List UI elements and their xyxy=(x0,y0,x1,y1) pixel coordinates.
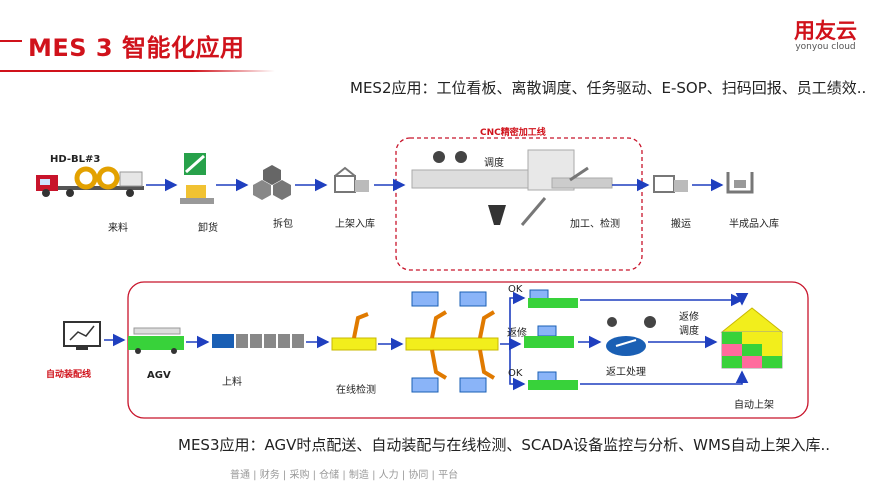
move-truck-icon xyxy=(653,175,688,193)
rework-icon xyxy=(606,316,656,356)
step-stock-in-label: 上架入库 xyxy=(335,219,375,230)
warehouse-shelf-icon xyxy=(726,172,754,194)
ok-cart-top-icon xyxy=(528,289,578,308)
title-accent-mark xyxy=(0,40,22,42)
ok-bottom-label: OK xyxy=(508,368,523,379)
repair-cart-icon xyxy=(524,325,574,348)
mes3-caption: MES3应用：AGV时点配送、自动装配与在线检测、SCADA设备监控与分析、WM… xyxy=(178,436,831,454)
logo-text-cn: 用友云 xyxy=(794,19,857,43)
cnc-machine-icon xyxy=(411,149,613,226)
assembly-robots-icon xyxy=(405,291,499,393)
forklift-icon xyxy=(180,153,214,204)
footer-nav: 普通 | 财务 | 采购 | 仓储 | 制造 | 人力 | 协同 | 平台 xyxy=(230,470,459,481)
rework-dispatch-label-2: 调度 xyxy=(679,326,699,337)
cnc-line-title: CNC精密加工线 xyxy=(480,128,546,138)
delivery-truck-icon xyxy=(334,166,369,193)
source-line-label: 自动装配线 xyxy=(46,370,92,380)
page-title: MES 3 智能化应用 xyxy=(28,34,245,62)
cnc-dispatch-label: 调度 xyxy=(484,158,504,169)
inspect-label: 在线检测 xyxy=(336,385,376,396)
bottom-flow-arrows xyxy=(104,291,749,391)
repair-label: 返修 xyxy=(507,328,527,339)
inspection-station-icon xyxy=(331,312,377,351)
auto-shelf-icon xyxy=(720,307,784,369)
auto-shelf-label: 自动上架 xyxy=(734,400,774,411)
load-label: 上料 xyxy=(222,377,242,388)
step-move-label: 搬运 xyxy=(671,219,691,230)
rework-dispatch-label-1: 返修 xyxy=(679,312,699,323)
ok-cart-bottom-icon xyxy=(528,371,578,390)
logo-text-en: yonyou cloud xyxy=(795,42,856,52)
truck-code-label: HD-BL#3 xyxy=(50,154,101,165)
step-semi-storage-label: 半成品入库 xyxy=(729,219,779,230)
brand-logo: 用友云 yonyou cloud xyxy=(794,20,857,52)
rework-label: 返工处理 xyxy=(606,367,646,378)
step-unpack-label: 拆包 xyxy=(273,219,293,230)
step-process-label: 加工、检测 xyxy=(570,219,620,230)
truck-icon xyxy=(36,166,144,197)
title-underline xyxy=(0,70,275,72)
loading-conveyor-icon xyxy=(212,334,304,348)
agv-label: AGV xyxy=(147,370,171,381)
step-incoming-label: 来料 xyxy=(108,223,128,234)
ok-top-label: OK xyxy=(508,284,523,295)
cnc-line-frame xyxy=(395,137,643,271)
agv-icon xyxy=(128,327,184,354)
monitor-icon xyxy=(63,321,101,350)
unpack-icon xyxy=(253,165,291,200)
step-unload-label: 卸货 xyxy=(198,223,218,234)
mes2-caption: MES2应用：工位看板、离散调度、任务驱动、E-SOP、扫码回报、员工绩效.. xyxy=(350,79,867,97)
